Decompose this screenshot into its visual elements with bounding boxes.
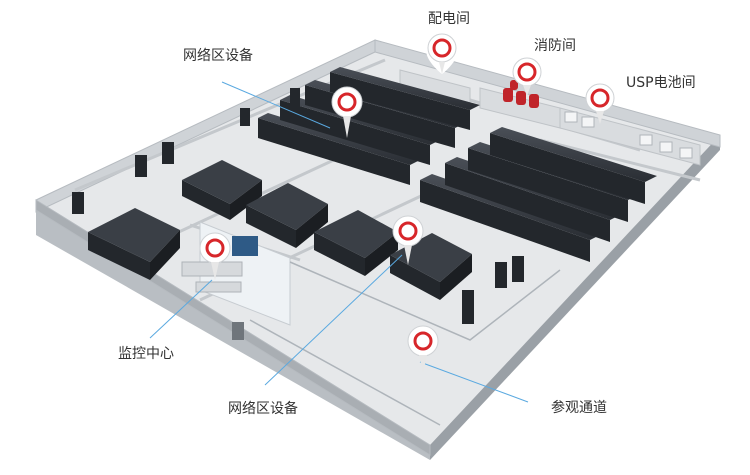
- rack-pods: [88, 160, 472, 300]
- battery-cabinets: [564, 111, 693, 159]
- pin-network-top-icon: [331, 86, 363, 138]
- pin-fire-room-icon: [512, 57, 542, 96]
- pin-power-room-icon: [426, 33, 458, 74]
- pin-monitor-center-icon: [199, 232, 231, 280]
- label-power-room: 配电间: [428, 11, 470, 27]
- rack-rows-top: [258, 67, 480, 185]
- pin-ups-room-icon: [585, 83, 615, 124]
- label-visit-corridor: 参观通道: [551, 400, 607, 416]
- leader-lines: [149, 81, 529, 403]
- visit-corridor-glass: [249, 261, 561, 426]
- location-pins: [199, 33, 615, 373]
- pin-visit-corridor-icon: [407, 325, 439, 373]
- entrance-door: [232, 322, 244, 340]
- rack-rows-right: [420, 127, 657, 262]
- label-ups-room: USP电池间: [626, 75, 696, 91]
- label-monitor-center: 监控中心: [118, 346, 174, 362]
- label-network-bottom: 网络区设备: [228, 401, 298, 417]
- pin-network-bottom-icon: [392, 215, 424, 265]
- label-network-top: 网络区设备: [183, 48, 253, 64]
- fire-tanks: [503, 80, 539, 108]
- label-fire-room: 消防间: [534, 38, 576, 54]
- wall-cabinets: [72, 88, 524, 324]
